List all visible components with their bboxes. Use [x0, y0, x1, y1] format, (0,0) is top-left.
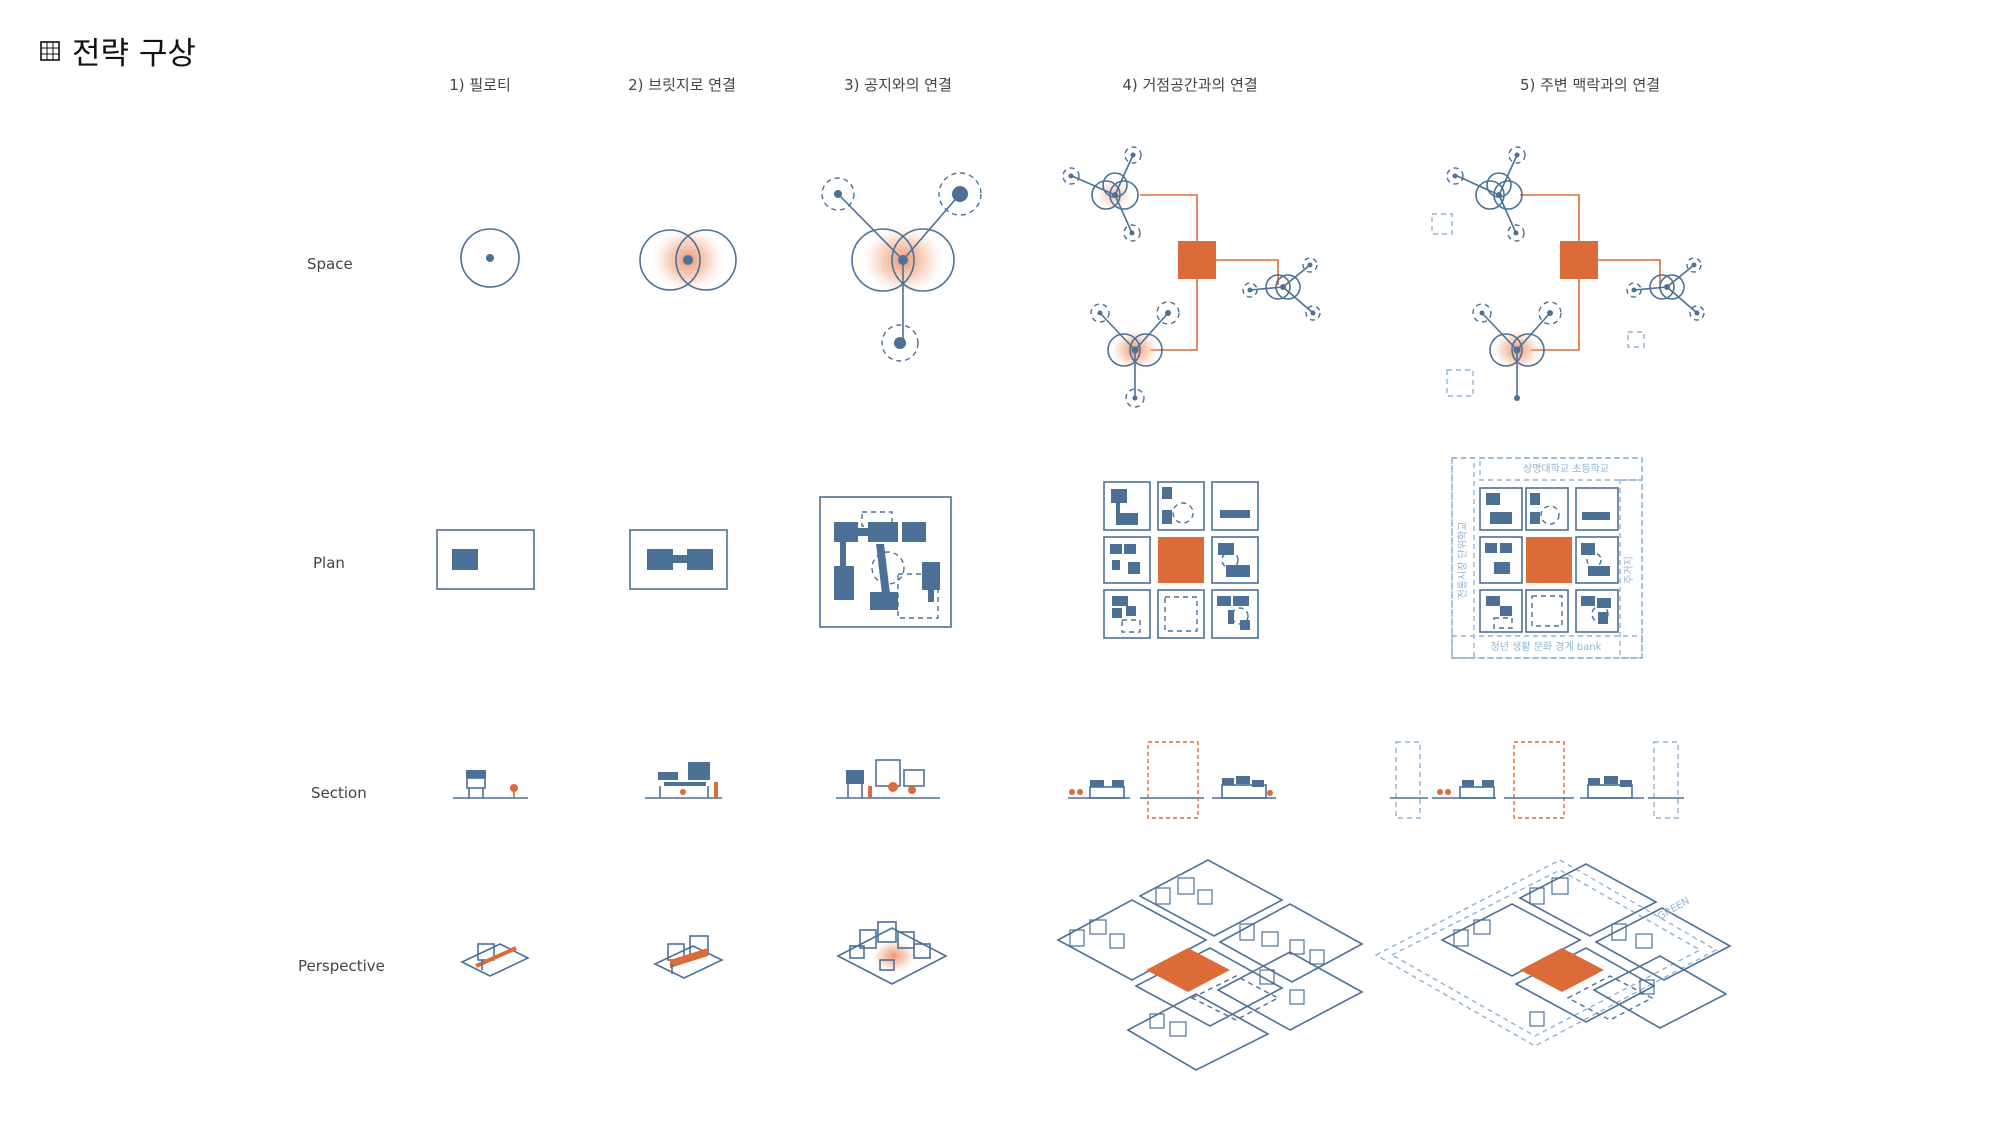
page-title-text: 전략 구상	[72, 36, 196, 72]
column-header-hub: 4) 거점공간과의 연결	[1122, 76, 1258, 94]
context-label-left: 전통시장 단위학교	[1456, 522, 1469, 599]
row-header-section: Section	[311, 784, 367, 802]
context-label-bottom: 청년 생활 문화 경계 bank	[1491, 640, 1602, 653]
row-header-perspective: Perspective	[298, 957, 385, 975]
perspective-diagram-5: GREEN	[1374, 859, 1732, 1047]
column-header-context: 5) 주변 맥락과의 연결	[1519, 76, 1661, 94]
section-diagram-1	[453, 770, 528, 799]
grid-square-icon	[40, 40, 60, 61]
perspective-diagram-3	[836, 921, 948, 985]
space-diagram-1	[460, 228, 520, 288]
section-diagram-3	[836, 759, 940, 799]
row-header-plan: Plan	[313, 554, 345, 572]
space-diagram-2	[639, 228, 737, 292]
context-label-top: 상명대학교 초등학교	[1523, 463, 1609, 475]
plan-diagram-4	[1103, 481, 1259, 639]
space-diagram-3	[821, 172, 982, 362]
perspective-diagram-1	[460, 943, 530, 977]
context-label-right: 주거지	[1623, 556, 1635, 584]
perspective-diagram-4	[1056, 859, 1364, 1071]
plan-diagram-3	[819, 496, 952, 628]
row-header-space: Space	[307, 255, 353, 273]
space-diagram-4	[1062, 146, 1321, 408]
column-header-piloti: 1) 필로티	[449, 76, 511, 94]
section-diagram-2	[645, 762, 722, 799]
perspective-diagram-2	[653, 935, 724, 979]
plan-diagram-5: 상명대학교 초등학교 전통시장 단위학교 청년 생활 문화 경계 bank 주거…	[1451, 457, 1643, 659]
page-title: 전략 구상	[40, 28, 196, 73]
section-diagram-4	[1068, 741, 1276, 819]
column-header-open-space: 3) 공지와의 연결	[844, 76, 952, 94]
persp-label-green: GREEN	[1656, 896, 1692, 923]
column-header-bridge: 2) 브릿지로 연결	[628, 76, 736, 94]
space-diagram-5	[1431, 146, 1705, 401]
plan-diagram-2	[629, 529, 728, 590]
section-diagram-5	[1390, 741, 1684, 819]
plan-diagram-1	[436, 529, 535, 590]
